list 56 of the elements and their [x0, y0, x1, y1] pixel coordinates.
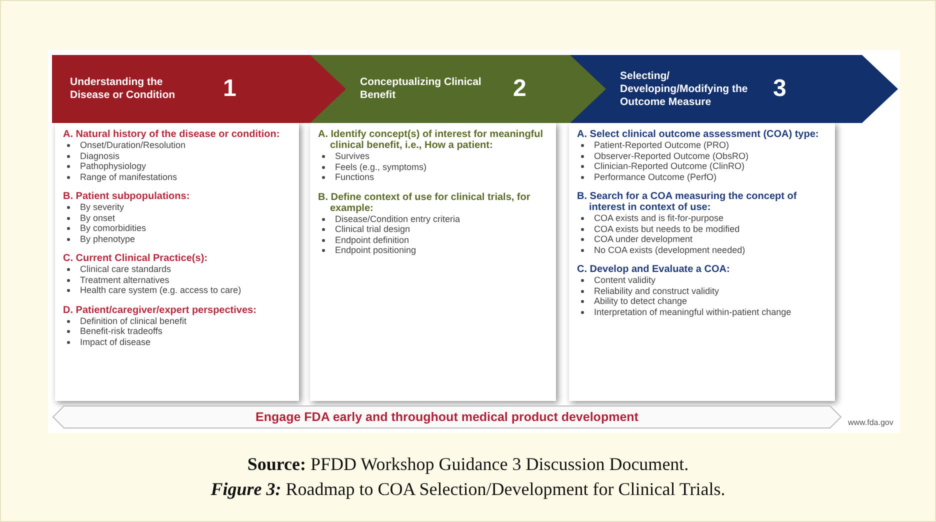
section-heading: D. Patient/caregiver/expert perspectives:	[63, 304, 258, 316]
bullet-item: Clinician-Reported Outcome (ClinRO)	[594, 161, 745, 172]
bullet-item: Endpoint definition	[335, 234, 410, 245]
bullet-item: Clinical trial design	[335, 224, 410, 234]
bullet-item: COA exists but needs to be modified	[594, 224, 740, 234]
bullet-item: Functions	[335, 172, 374, 182]
bullet-item: Interpretation of meaningful within-patient change	[594, 306, 792, 317]
step-title: Selecting/ Developing/Modifying the Outcome Measure	[620, 70, 749, 108]
bullet-item: Observer-Reported Outcome (ObsRO)	[594, 150, 749, 161]
content-panel	[310, 123, 556, 401]
bullet-item: COA under development	[594, 234, 693, 244]
bullet-item: Disease/Condition entry criteria	[335, 214, 460, 224]
step-number: 2	[513, 75, 526, 103]
bullet-item: Benefit-risk tradeoffs	[80, 326, 162, 336]
bullet-item: By onset	[80, 212, 116, 223]
bullet-item: By phenotype	[80, 234, 136, 244]
section-heading: A. Identify concept(s) of interest for meaningful clinical benefit, i.e., How a patient:	[318, 129, 544, 151]
bullet-item: Clinical care standards	[80, 264, 172, 274]
step-number: 3	[773, 75, 786, 103]
bullet-item: Treatment alternatives	[80, 274, 170, 285]
bullet-item: COA exists and is fit-for-purpose	[594, 213, 724, 224]
content-panel	[55, 123, 299, 401]
chevron-banner	[570, 55, 898, 123]
bullet-item: Definition of clinical benefit	[80, 316, 187, 326]
bullet-item: Onset/Duration/Resolution	[80, 140, 186, 150]
bullet-item: Survives	[335, 151, 370, 162]
figure-caption: Figure 3: Roadmap to COA Selection/Development for Clinical Trials.	[210, 479, 726, 500]
bullet-item: Health care system (e.g. access to care)	[80, 285, 242, 296]
bullet-item: No COA exists (development needed)	[594, 244, 746, 255]
bullet-item: Feels (e.g., symptoms)	[335, 162, 427, 172]
section-heading: B. Define context of use for clinical trials, for example:	[318, 192, 532, 214]
bullet-item: Ability to detect change	[594, 296, 688, 306]
double-arrow-banner	[52, 405, 842, 429]
bullet-item: Impact of disease	[80, 336, 151, 347]
section-heading: A. Natural history of the disease or condition:	[63, 129, 281, 140]
bullet-item: Pathophysiology	[80, 161, 146, 172]
step-title: Understanding the Disease or Condition	[70, 76, 176, 102]
bullet-item: Performance Outcome (PerfO)	[594, 172, 717, 182]
section-heading: C. Current Clinical Practice(s):	[63, 253, 208, 264]
step-title: Conceptualizing Clinical Benefit	[360, 76, 482, 102]
section-heading: C. Develop and Evaluate a COA:	[577, 264, 731, 275]
bullet-item: Patient-Reported Outcome (PRO)	[594, 140, 730, 150]
bullet-item: Reliability and construct validity	[594, 286, 720, 296]
bullet-item: Content validity	[594, 275, 656, 286]
section-heading: A. Select clinical outcome assessment (COA) type:	[577, 129, 820, 140]
bullet-item: Range of manifestations	[80, 172, 178, 182]
source-text: Source: PFDD Workshop Guidance 3 Discussion Document.	[247, 454, 689, 475]
section-heading: B. Patient subpopulations:	[63, 191, 191, 202]
bullet-item: Diagnosis	[80, 150, 120, 161]
banner-text: Engage FDA early and throughout medical product development	[256, 410, 638, 424]
content-panel	[569, 123, 835, 401]
bullet-item: By comorbidities	[80, 223, 146, 234]
bullet-item: Endpoint positioning	[335, 245, 416, 256]
bullet-item: By severity	[80, 202, 124, 212]
step-number: 1	[223, 75, 236, 103]
section-heading: B. Search for a COA measuring the concept of interest in context of use:	[577, 191, 798, 213]
